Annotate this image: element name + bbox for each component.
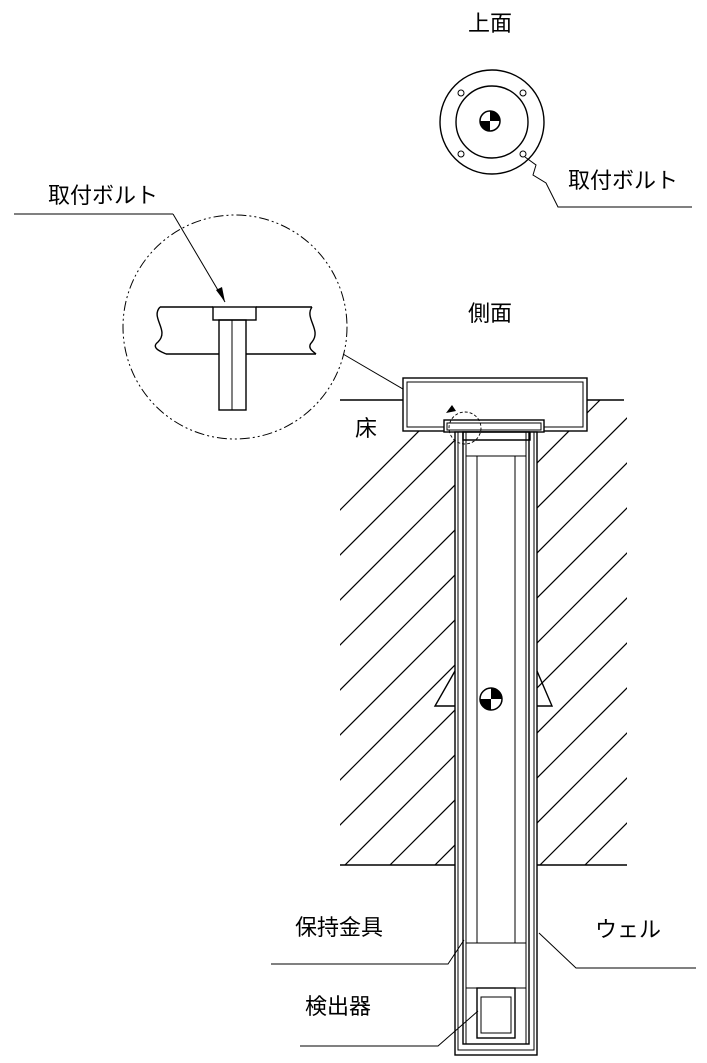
detail-reference-arrow <box>446 405 456 413</box>
top-view-label: 上面 <box>468 12 512 37</box>
center-of-gravity-icon <box>479 687 503 711</box>
detail-reference-circle <box>448 411 482 445</box>
well-tube <box>443 419 545 1056</box>
mounting-bolt-detail-label: 取付ボルト <box>48 184 158 209</box>
mounting-bolt-top-label: 取付ボルト <box>568 169 678 194</box>
mounting-bolt-top-leader <box>524 156 692 208</box>
well-label: ウェル <box>595 918 661 943</box>
holder-leader <box>271 939 465 965</box>
detail-view <box>122 214 348 440</box>
top-view-flange <box>439 69 545 175</box>
floor-hatch-left <box>340 400 455 865</box>
detector <box>466 987 526 1039</box>
mounting-bolt-detail-leader <box>14 213 226 303</box>
center-of-gravity-icon <box>479 110 501 132</box>
side-view-label: 側面 <box>468 302 512 327</box>
floor-ground <box>340 399 627 866</box>
holder-label: 保持金具 <box>295 916 383 941</box>
holder-bracket <box>433 431 554 1045</box>
floor-hatch-right <box>537 400 627 865</box>
floor-label: 床 <box>355 417 377 442</box>
detector-leader <box>300 1010 479 1047</box>
detector-label: 検出器 <box>305 995 371 1020</box>
well-leader <box>538 932 696 969</box>
